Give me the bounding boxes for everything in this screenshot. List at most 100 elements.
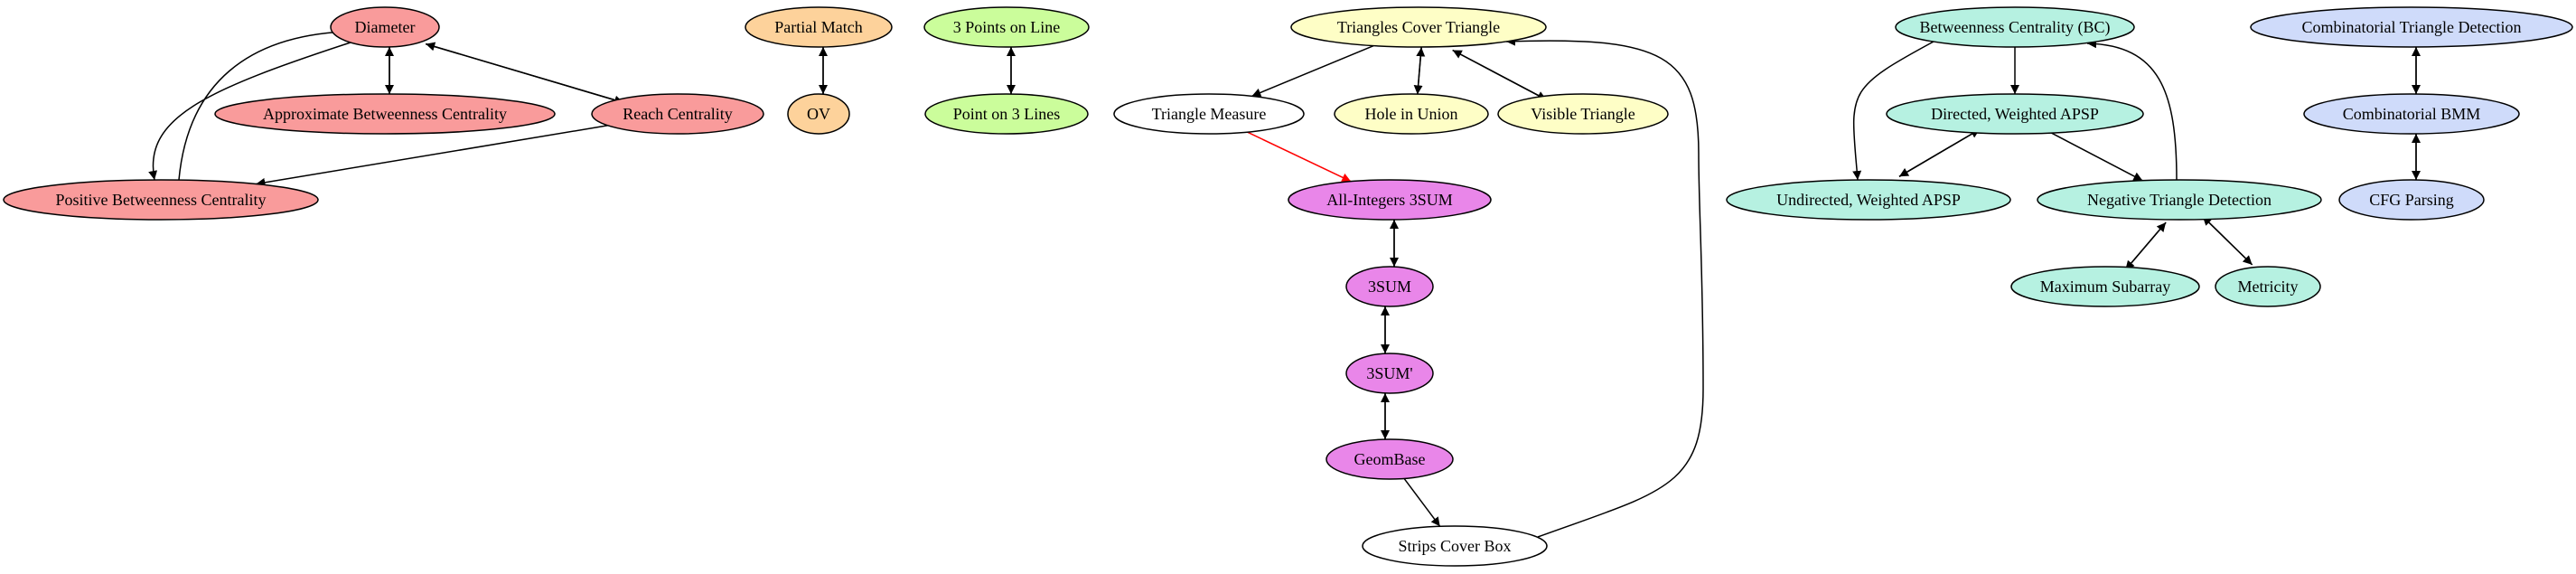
node-label-cfg-parsing: CFG Parsing <box>2369 191 2454 209</box>
edge-directed-apsp-to-neg-triangle <box>2051 132 2143 182</box>
node-label-bc: Betweenness Centrality (BC) <box>1920 18 2111 37</box>
node-hole-union: Hole in Union <box>1334 93 1489 135</box>
edge-geombase-to-strips-cover <box>1403 477 1441 527</box>
node-shape-visible-triangle <box>1497 93 1669 135</box>
edge-line-visible-triangle-to-triangles-cover <box>1452 49 1547 100</box>
edge-line-hole-union-to-triangles-cover <box>1416 47 1426 95</box>
node-shape-point-three-lines <box>924 93 1089 135</box>
node-label-triangles-cover: Triangles Cover Triangle <box>1337 18 1500 36</box>
node-label-reach: Reach Centrality <box>623 105 732 123</box>
node-shape-positive-bc <box>3 179 319 221</box>
node-shape-triangle-measure <box>1113 93 1305 135</box>
node-shape-reach <box>591 93 764 135</box>
node-label-max-subarray: Maximum Subarray <box>2040 278 2170 296</box>
node-directed-apsp: Directed, Weighted APSP <box>1886 93 2144 135</box>
edge-neg-triangle-to-bc <box>2086 39 2178 181</box>
node-label-three-points: 3 Points on Line <box>953 18 1061 36</box>
node-neg-triangle: Negative Triangle Detection <box>2037 179 2322 221</box>
node-label-comb-triangle: Combinatorial Triangle Detection <box>2302 18 2522 36</box>
node-label-3sum-prime: 3SUM' <box>1366 364 1412 382</box>
node-triangle-measure: Triangle Measure <box>1113 93 1305 135</box>
node-reach: Reach Centrality <box>591 93 764 135</box>
node-approx-bc: Approximate Betweenness Centrality <box>214 93 556 135</box>
node-shape-comb-bmm <box>2303 93 2520 135</box>
node-geombase: GeomBase <box>1325 438 1454 480</box>
node-label-undirected-apsp: Undirected, Weighted APSP <box>1776 191 1961 209</box>
node-cfg-parsing: CFG Parsing <box>2338 179 2485 221</box>
node-bc: Betweenness Centrality (BC) <box>1895 6 2135 48</box>
node-strips-cover: Strips Cover Box <box>1362 525 1548 567</box>
node-label-hole-union: Hole in Union <box>1365 105 1458 123</box>
node-label-strips-cover: Strips Cover Box <box>1398 537 1511 555</box>
node-comb-triangle: Combinatorial Triangle Detection <box>2250 6 2573 48</box>
node-label-all-int-3sum: All-Integers 3SUM <box>1326 191 1452 209</box>
node-diameter: Diameter <box>330 6 440 48</box>
node-shape-all-int-3sum <box>1288 179 1492 221</box>
edge-triangles-cover-to-triangle-measure <box>1251 44 1374 98</box>
node-visible-triangle: Visible Triangle <box>1497 93 1669 135</box>
node-label-diameter: Diameter <box>355 18 416 36</box>
edge-undirected-apsp-to-directed-apsp <box>1898 128 1981 177</box>
node-shape-undirected-apsp <box>1726 179 2011 221</box>
node-label-neg-triangle: Negative Triangle Detection <box>2087 191 2272 209</box>
node-shape-three-points <box>923 6 1090 48</box>
node-label-geombase: GeomBase <box>1354 450 1426 468</box>
edge-line-directed-apsp-to-neg-triangle <box>2051 132 2143 182</box>
edge-line-max-subarray-to-neg-triangle <box>2124 221 2167 271</box>
node-shape-comb-triangle <box>2250 6 2573 48</box>
node-shape-3sum <box>1345 266 1434 307</box>
node-metricity: Metricity <box>2215 266 2321 307</box>
edge-metricity-to-neg-triangle <box>2202 215 2253 266</box>
node-shape-ov <box>787 93 850 135</box>
edge-diameter-to-positive-bc <box>148 42 351 181</box>
edge-line-neg-triangle-to-bc <box>2086 39 2178 181</box>
node-label-ov: OV <box>807 105 830 123</box>
edge-line-bc-to-undirected-apsp <box>1852 41 1934 181</box>
node-3sum: 3SUM <box>1345 266 1434 307</box>
node-shape-directed-apsp <box>1886 93 2144 135</box>
node-label-partial-match: Partial Match <box>774 18 862 36</box>
edge-line-diameter-to-positive-bc <box>148 42 351 181</box>
node-label-visible-triangle: Visible Triangle <box>1531 105 1635 123</box>
edge-reach-to-positive-bc <box>256 125 608 187</box>
edge-triangle-measure-to-all-int-3sum <box>1247 131 1352 183</box>
node-all-int-3sum: All-Integers 3SUM <box>1288 179 1492 221</box>
node-shape-diameter <box>330 6 440 48</box>
edge-line-positive-bc-to-diameter <box>178 27 346 181</box>
node-label-triangle-measure: Triangle Measure <box>1152 105 1267 123</box>
node-shape-partial-match <box>745 6 893 48</box>
node-shape-geombase <box>1325 438 1454 480</box>
edges-layer <box>148 27 2421 538</box>
node-shape-approx-bc <box>214 93 556 135</box>
node-triangles-cover: Triangles Cover Triangle <box>1290 6 1547 48</box>
node-comb-bmm: Combinatorial BMM <box>2303 93 2520 135</box>
node-undirected-apsp: Undirected, Weighted APSP <box>1726 179 2011 221</box>
edge-line-triangle-measure-to-all-int-3sum <box>1247 131 1352 183</box>
node-shape-neg-triangle <box>2037 179 2322 221</box>
node-partial-match: Partial Match <box>745 6 893 48</box>
edge-strips-cover-to-triangles-cover <box>1505 36 1704 538</box>
edge-hole-union-to-triangles-cover <box>1416 47 1426 95</box>
edge-line-undirected-apsp-to-directed-apsp <box>1898 128 1981 177</box>
node-shape-triangles-cover <box>1290 6 1547 48</box>
node-label-positive-bc: Positive Betweenness Centrality <box>56 191 267 209</box>
node-positive-bc: Positive Betweenness Centrality <box>3 179 319 221</box>
node-shape-cfg-parsing <box>2338 179 2485 221</box>
edge-line-metricity-to-neg-triangle <box>2202 215 2253 266</box>
edge-line-strips-cover-to-triangles-cover <box>1505 36 1704 538</box>
node-max-subarray: Maximum Subarray <box>2010 266 2200 307</box>
edge-line-triangles-cover-to-triangle-measure <box>1251 44 1374 98</box>
node-label-approx-bc: Approximate Betweenness Centrality <box>263 105 507 123</box>
edge-line-geombase-to-strips-cover <box>1403 477 1441 527</box>
edge-reach-to-diameter <box>425 42 624 104</box>
node-label-3sum: 3SUM <box>1368 278 1411 296</box>
node-label-comb-bmm: Combinatorial BMM <box>2343 105 2481 123</box>
node-label-directed-apsp: Directed, Weighted APSP <box>1931 105 2099 123</box>
node-three-points: 3 Points on Line <box>923 6 1090 48</box>
node-3sum-prime: 3SUM' <box>1345 353 1434 394</box>
node-shape-metricity <box>2215 266 2321 307</box>
node-shape-max-subarray <box>2010 266 2200 307</box>
edge-visible-triangle-to-triangles-cover <box>1452 49 1547 100</box>
